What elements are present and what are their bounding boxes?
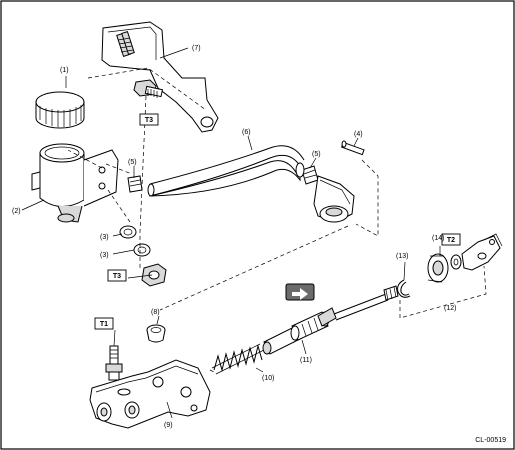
washer-lower — [133, 243, 151, 257]
callout-10: (10) — [262, 375, 274, 382]
callout-9: (9) — [164, 422, 173, 429]
reservoir-cap — [35, 91, 85, 129]
snap-ring — [397, 279, 411, 298]
torque-label-t3-lower: T3 — [107, 269, 127, 282]
reservoir-hose — [147, 145, 305, 197]
callout-4: (4) — [354, 131, 363, 138]
svg-text:T3: T3 — [113, 273, 121, 280]
washer-upper — [119, 225, 137, 239]
svg-text:T1: T1 — [100, 321, 108, 328]
lock-nut — [450, 254, 462, 270]
callout-5-right: (5) — [312, 151, 321, 158]
callout-14: (14) — [432, 235, 444, 242]
bracket — [101, 21, 219, 133]
svg-text:T2: T2 — [447, 237, 455, 244]
callout-3-upper: (3) — [100, 234, 109, 241]
callout-12: (12) — [444, 305, 456, 312]
reservoir-tank — [31, 143, 119, 223]
leader-lines — [21, 47, 487, 419]
hose-clip-left — [127, 175, 143, 193]
return-spring — [211, 343, 265, 375]
callout-5-left: (5) — [128, 159, 137, 166]
bleeder-screw — [105, 345, 123, 381]
push-rod — [333, 285, 399, 321]
callout-1: (1) — [60, 67, 69, 74]
callout-11: (11) — [300, 357, 312, 364]
callout-7: (7) — [192, 45, 201, 52]
pin — [340, 140, 365, 156]
torque-label-t1: T1 — [94, 317, 114, 330]
grommet — [146, 324, 166, 343]
bracket-bolt — [133, 79, 164, 98]
callout-2: (2) — [12, 208, 21, 215]
callout-3-lower: (3) — [100, 252, 109, 259]
mounting-nut — [141, 263, 167, 287]
svg-text:T3: T3 — [145, 117, 153, 124]
callout-13: (13) — [396, 253, 408, 260]
callout-6: (6) — [242, 129, 251, 136]
master-cylinder-body — [89, 359, 211, 429]
piston-assembly — [262, 307, 337, 355]
callout-8: (8) — [151, 309, 160, 316]
torque-label-t2: T2 — [441, 233, 461, 246]
torque-label-t3-upper: T3 — [139, 113, 159, 126]
hose-fitting — [313, 175, 355, 223]
dust-boot — [427, 253, 449, 283]
direction-arrow-badge — [285, 283, 315, 301]
figure-code: CL-00519 — [475, 437, 506, 444]
clevis — [461, 233, 503, 271]
